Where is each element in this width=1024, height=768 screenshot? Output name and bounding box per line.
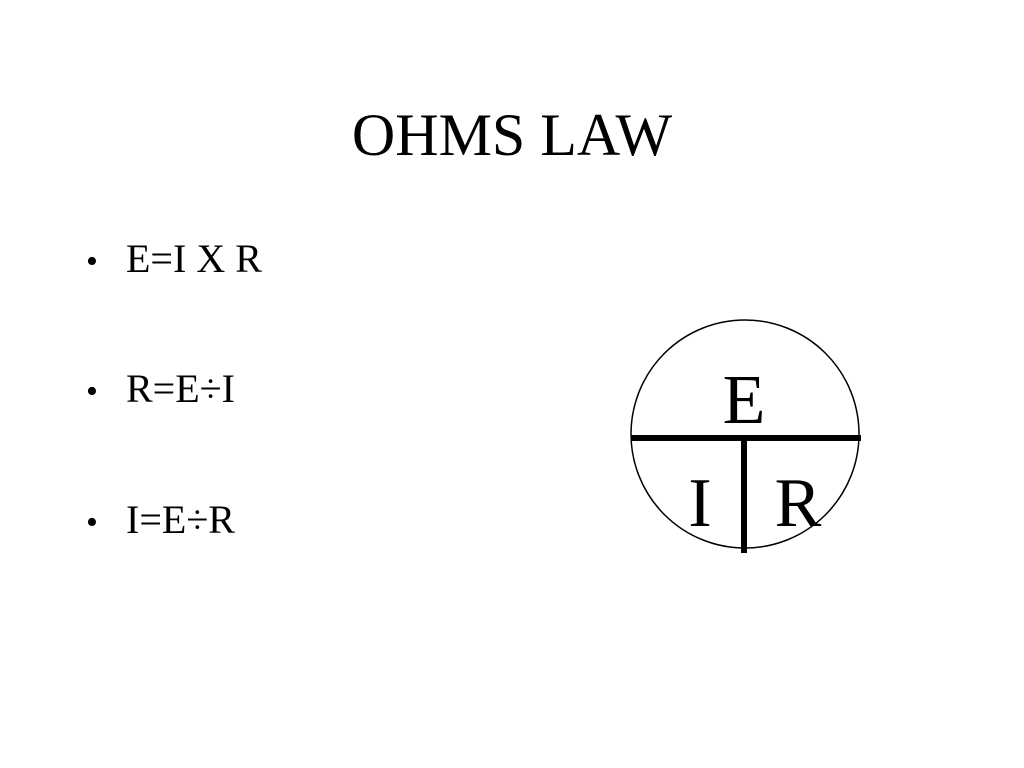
formula-text: I=E÷R [126, 497, 235, 542]
resistance-label: R [775, 465, 822, 542]
bullet-point-icon: • [86, 373, 98, 410]
ohms-law-circle-diagram: E I R [630, 319, 861, 553]
slide-title: OHMS LAW [351, 102, 673, 168]
current-label: I [688, 465, 711, 542]
formula-text: R=E÷I [126, 366, 235, 411]
bullet-point-icon: • [86, 243, 98, 280]
formula-item: • R=E÷I [86, 366, 235, 415]
bullet-point-icon: • [86, 504, 98, 541]
voltage-label: E [723, 362, 766, 439]
formula-item: • I=E÷R [86, 497, 235, 546]
formula-item: • E=I X R [86, 236, 262, 285]
formula-text: E=I X R [126, 236, 262, 281]
